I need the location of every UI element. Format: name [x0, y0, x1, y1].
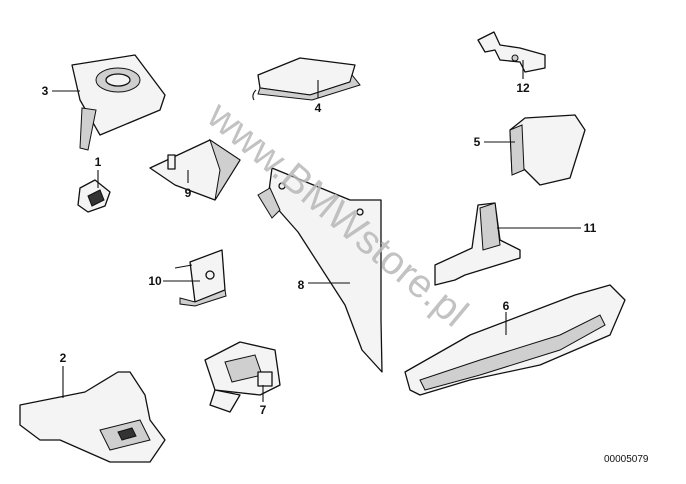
- callout-10: 10: [148, 274, 162, 288]
- part-4-bracket: [252, 57, 361, 101]
- callout-2: 2: [60, 351, 67, 365]
- callout-7: 7: [260, 403, 267, 417]
- callout-5: 5: [474, 135, 481, 149]
- watermark: www.BMWstore.pl: [198, 93, 476, 336]
- callout-4: 4: [315, 101, 322, 115]
- callout-6: 6: [503, 299, 510, 313]
- callout-12: 12: [516, 81, 530, 95]
- callout-8: 8: [298, 278, 305, 292]
- part-6-rail: [404, 284, 626, 396]
- part-8-panel: [257, 167, 383, 373]
- leader-lines: [52, 60, 581, 402]
- part-2-bracket: [19, 371, 166, 463]
- part-1-clip: [77, 179, 111, 213]
- part-3-bracket: [71, 54, 166, 151]
- drawing-number: 00005079: [604, 454, 649, 465]
- callout-3: 3: [42, 84, 49, 98]
- callout-9: 9: [185, 186, 192, 200]
- part-12-clip: [477, 31, 546, 73]
- callout-1: 1: [95, 155, 102, 169]
- part-11-bracket: [434, 202, 521, 286]
- part-10-plate: [174, 249, 227, 307]
- part-9-bracket: [149, 138, 241, 201]
- callout-11: 11: [584, 221, 597, 235]
- part-5-bracket: [509, 114, 586, 186]
- part-7-bracket: [204, 341, 281, 413]
